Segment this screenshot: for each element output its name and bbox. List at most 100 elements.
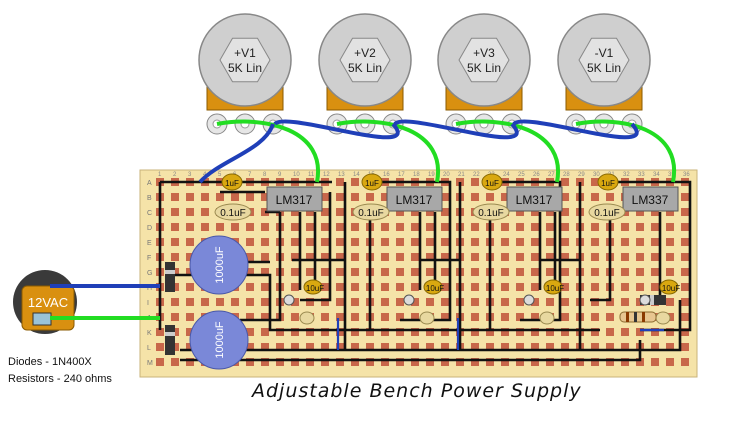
board-hole	[396, 253, 404, 261]
board-hole	[501, 253, 509, 261]
board-hole	[546, 253, 554, 261]
board-hole	[366, 358, 374, 366]
board-hole	[636, 283, 644, 291]
board-hole	[546, 223, 554, 231]
output-cap-small	[523, 294, 535, 306]
output-cap-ceramic	[419, 311, 435, 325]
board-hole	[246, 223, 254, 231]
board-hole	[261, 253, 269, 261]
board-hole	[261, 298, 269, 306]
board-hole	[501, 193, 509, 201]
board-hole	[591, 268, 599, 276]
board-hole	[186, 328, 194, 336]
board-hole	[336, 343, 344, 351]
board-hole	[291, 328, 299, 336]
board-hole	[546, 268, 554, 276]
board-hole	[681, 208, 689, 216]
board-hole	[351, 193, 359, 201]
board-hole	[531, 223, 539, 231]
board-hole	[516, 328, 524, 336]
board-hole	[276, 343, 284, 351]
board-hole	[306, 238, 314, 246]
input-capacitor-label: 1uF	[225, 179, 239, 188]
board-hole	[186, 193, 194, 201]
row-label: H	[147, 285, 152, 292]
board-hole	[351, 238, 359, 246]
column-label: 30	[593, 172, 600, 178]
board-hole	[591, 253, 599, 261]
board-hole	[486, 343, 494, 351]
board-hole	[381, 253, 389, 261]
board-hole	[336, 358, 344, 366]
regulator-chip	[506, 186, 563, 212]
board-hole	[501, 298, 509, 306]
blue-jumpers	[336, 318, 664, 350]
board-hole	[501, 313, 509, 321]
board-hole	[471, 283, 479, 291]
board-hole	[396, 268, 404, 276]
big-cap-label: 1000uF	[214, 321, 226, 359]
board-hole	[531, 358, 539, 366]
board-hole	[336, 208, 344, 216]
board-hole	[426, 238, 434, 246]
input-capacitor	[597, 173, 619, 191]
diagram-title: Adjustable Bench Power Supply	[252, 380, 582, 402]
board-hole	[306, 223, 314, 231]
board-hole	[471, 193, 479, 201]
board-hole	[321, 343, 329, 351]
board-hole	[156, 358, 164, 366]
column-label: 9	[278, 172, 282, 178]
board-hole	[441, 358, 449, 366]
input-capacitor-label: 1uF	[485, 179, 499, 188]
board-hole	[381, 283, 389, 291]
pot-wiper-wire	[455, 119, 561, 183]
board-hole	[516, 238, 524, 246]
board-hole	[291, 238, 299, 246]
board-hole	[651, 253, 659, 261]
input-label: 12VAC	[28, 295, 68, 310]
diodes-note: Diodes - 1N400X	[8, 356, 92, 368]
board-hole	[396, 343, 404, 351]
board-hole	[291, 253, 299, 261]
board-hole	[276, 328, 284, 336]
board-hole	[591, 238, 599, 246]
board-hole	[381, 268, 389, 276]
board-hole	[381, 328, 389, 336]
board-hole	[441, 193, 449, 201]
board-hole	[231, 298, 239, 306]
board-hole	[516, 268, 524, 276]
board-hole	[156, 343, 164, 351]
board-hole	[531, 328, 539, 336]
board-hole	[621, 238, 629, 246]
board-hole	[471, 268, 479, 276]
board-hole	[201, 208, 209, 216]
filter-capacitors: 1000uF 1000uF	[189, 235, 249, 370]
board-hole	[441, 268, 449, 276]
board-hole	[246, 313, 254, 321]
board-hole	[366, 193, 374, 201]
board-hole	[396, 298, 404, 306]
board-hole	[621, 223, 629, 231]
board-hole	[351, 253, 359, 261]
row-label: L	[147, 345, 151, 352]
row-label: G	[147, 270, 152, 277]
board-hole	[351, 343, 359, 351]
column-label: 28	[563, 172, 570, 178]
pot-nut	[458, 37, 510, 83]
board-hole	[171, 223, 179, 231]
bypass-capacitor-label: 0.1uF	[478, 208, 504, 219]
board-hole	[396, 283, 404, 291]
board-hole	[246, 343, 254, 351]
board-hole	[186, 253, 194, 261]
board-hole	[201, 298, 209, 306]
board-hole	[486, 328, 494, 336]
board-hole	[681, 358, 689, 366]
pot-value: 5K Lin	[348, 61, 382, 75]
column-label: 3	[188, 172, 192, 178]
board-hole	[441, 283, 449, 291]
board-hole	[666, 328, 674, 336]
column-label: 27	[548, 172, 555, 178]
pot-nut	[578, 37, 630, 83]
board-hole	[426, 253, 434, 261]
